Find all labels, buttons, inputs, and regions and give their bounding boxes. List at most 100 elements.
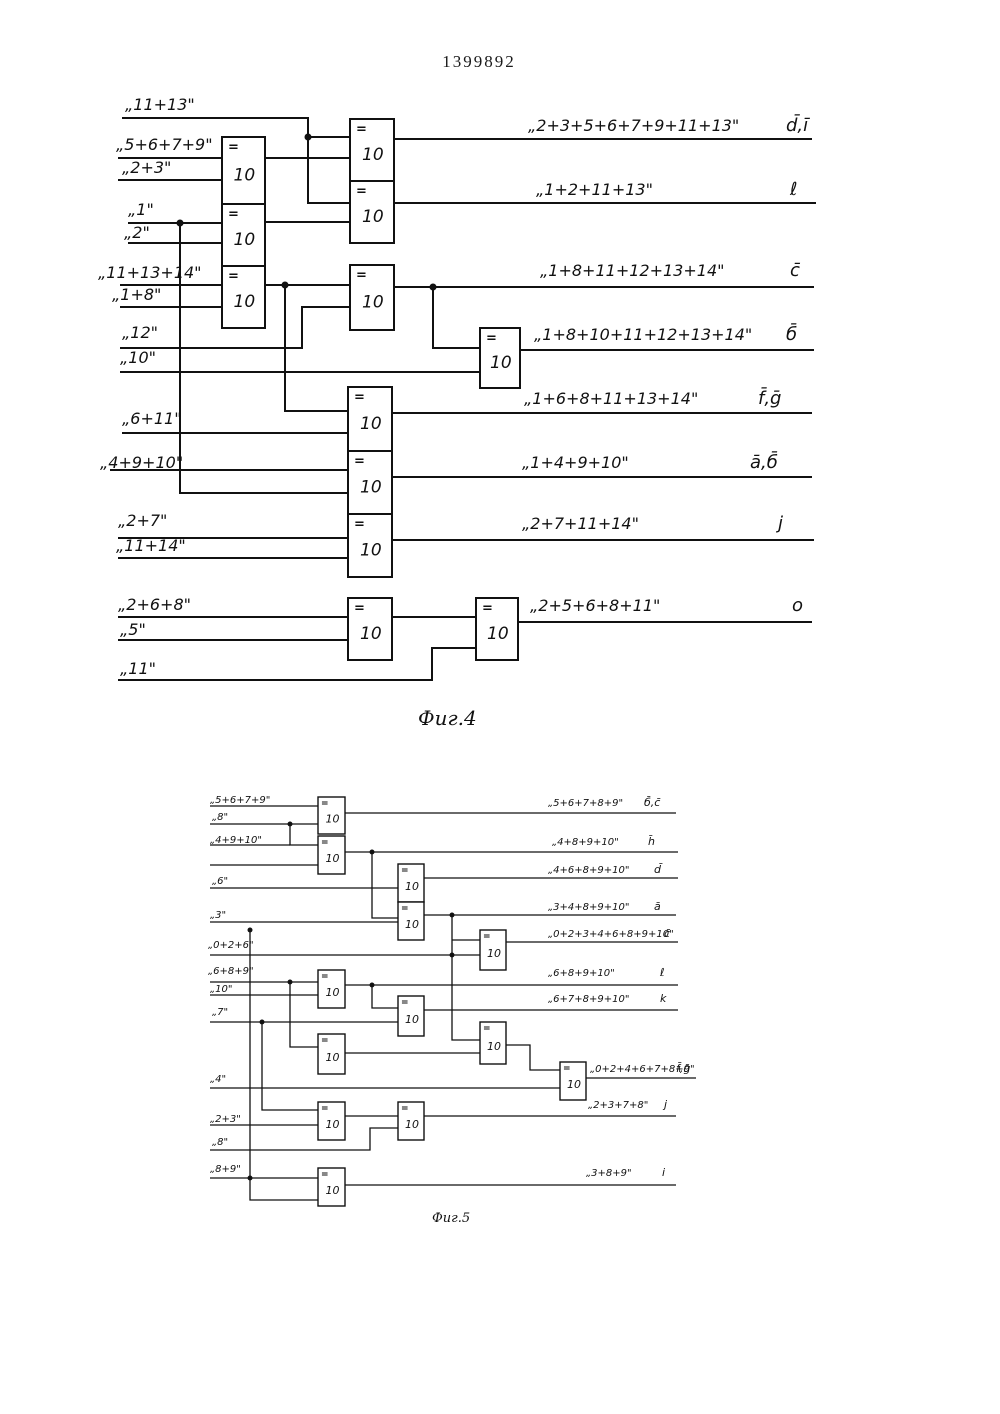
gate-symbol: =: [321, 1170, 329, 1180]
gate-number: 10: [362, 207, 384, 227]
gate-symbol: =: [228, 269, 239, 284]
gate-number: 10: [326, 1118, 340, 1131]
output-segment-letter: k: [660, 992, 667, 1005]
gate-symbol: =: [321, 972, 329, 982]
output-segment-letter: ā: [654, 900, 661, 913]
xor-gate: = 10: [348, 451, 392, 514]
gate-symbol: =: [321, 838, 329, 848]
gate-number: 10: [326, 1051, 340, 1064]
gate-symbol: =: [354, 454, 365, 469]
xor-gate: =10: [318, 1168, 345, 1206]
input-label: „7": [212, 1007, 228, 1018]
gate-symbol: =: [356, 268, 367, 283]
gate-symbol: =: [401, 866, 409, 876]
output-segment-letter: i: [662, 1166, 665, 1179]
input-label: „8": [212, 812, 228, 823]
gate-number: 10: [362, 145, 384, 165]
gate-symbol: =: [354, 601, 365, 616]
input-label: „8+9": [210, 1164, 241, 1175]
output-expression: „1+6+8+11+13+14": [524, 389, 698, 408]
xor-gate: =10: [480, 1022, 506, 1064]
gate-symbol: =: [321, 1104, 329, 1114]
output-expression: „5+6+7+8+9": [548, 798, 623, 809]
xor-gate: = 10: [318, 970, 345, 1008]
output-segment-letter: o: [792, 595, 803, 616]
xor-gate: = 10: [398, 1102, 424, 1140]
gate-number: 10: [405, 1118, 419, 1131]
output-segment-letter: f̄,ḡ: [676, 1062, 690, 1075]
output-segment-letter: c̄: [664, 927, 671, 940]
output-expression: „4+6+8+9+10": [548, 865, 629, 876]
gate-number: 10: [326, 852, 340, 865]
gate-number: 10: [490, 353, 512, 373]
output-segment-letter: d̄: [654, 863, 663, 876]
wire: [372, 985, 398, 1008]
output-expression: „2+7+11+14": [522, 514, 639, 533]
input-label: „2+3": [210, 1114, 241, 1125]
output-segment-letter: d̄,ī: [786, 114, 810, 136]
input-label: „10": [210, 984, 233, 995]
xor-gate: =10: [398, 996, 424, 1036]
input-label: „10": [120, 348, 156, 367]
xor-gate: =10: [350, 181, 394, 243]
gate-number: 10: [487, 624, 509, 644]
input-label: „11+13+14": [98, 263, 202, 282]
input-label: „6": [212, 876, 228, 887]
output-expression: „2+3+5+6+7+9+11+13": [528, 116, 739, 135]
xor-gate: = 10: [318, 836, 345, 874]
junction-dot: [305, 134, 312, 141]
output-segment-letter: ℓ: [789, 179, 797, 200]
xor-gate: = 10: [480, 930, 506, 970]
gate-symbol: =: [483, 932, 491, 942]
xor-gate: =10: [350, 265, 394, 330]
gate-symbol: =: [482, 601, 493, 616]
xor-gate: = 10: [476, 598, 518, 660]
input-label: „2+6+8": [118, 595, 191, 614]
xor-gate: =10: [350, 119, 394, 181]
output-segment-letter: ℓ: [659, 966, 665, 979]
input-label: „0+2+6": [208, 940, 254, 951]
gate-number: 10: [405, 1013, 419, 1026]
gate-number: 10: [360, 624, 382, 644]
input-label: „2+7": [118, 511, 167, 530]
input-label: „2+3": [122, 158, 171, 177]
output-segment-letter: h̄: [648, 835, 655, 848]
input-label: „11": [120, 659, 156, 678]
gate-number: 10: [487, 1040, 501, 1053]
input-label: „4+9+10": [210, 835, 262, 846]
input-label: „5+6+7+9": [210, 795, 270, 806]
gate-symbol: =: [321, 1036, 329, 1046]
output-segment-letter: j: [775, 513, 783, 534]
gate-number: 10: [360, 541, 382, 561]
xor-gate: =10: [480, 328, 520, 388]
gate-symbol: =: [321, 799, 329, 809]
xor-gate: =10: [398, 864, 424, 902]
gate-number: 10: [360, 478, 382, 498]
xor-gate: =10: [398, 902, 424, 940]
output-expression: „2+5+6+8+11": [530, 596, 660, 615]
output-expression: „4+8+9+10": [552, 837, 619, 848]
gate-number: 10: [234, 230, 256, 250]
wire: [452, 915, 480, 1040]
input-label: „6+11": [122, 409, 182, 428]
wire: [118, 648, 476, 680]
wire: [308, 137, 350, 203]
wire: [372, 852, 398, 918]
gate-number: 10: [405, 918, 419, 931]
xor-gate: = 10: [348, 598, 392, 660]
xor-gate: =10: [348, 387, 392, 451]
input-label: „5+6+7+9": [116, 135, 213, 154]
input-label: „12": [122, 323, 158, 342]
input-label: „3": [210, 910, 226, 921]
output-expression: „1+8+10+11+12+13+14": [534, 325, 752, 344]
output-expression: „1+8+11+12+13+14": [540, 261, 724, 280]
gate-symbol: =: [401, 1104, 409, 1114]
wire: [290, 824, 318, 845]
input-label: „8": [212, 1137, 228, 1148]
wire: [506, 1045, 560, 1070]
gate-number: 10: [326, 986, 340, 999]
gate-number: 10: [487, 947, 501, 960]
xor-gate: = 10: [318, 1102, 345, 1140]
input-label: „11+14": [116, 536, 186, 555]
